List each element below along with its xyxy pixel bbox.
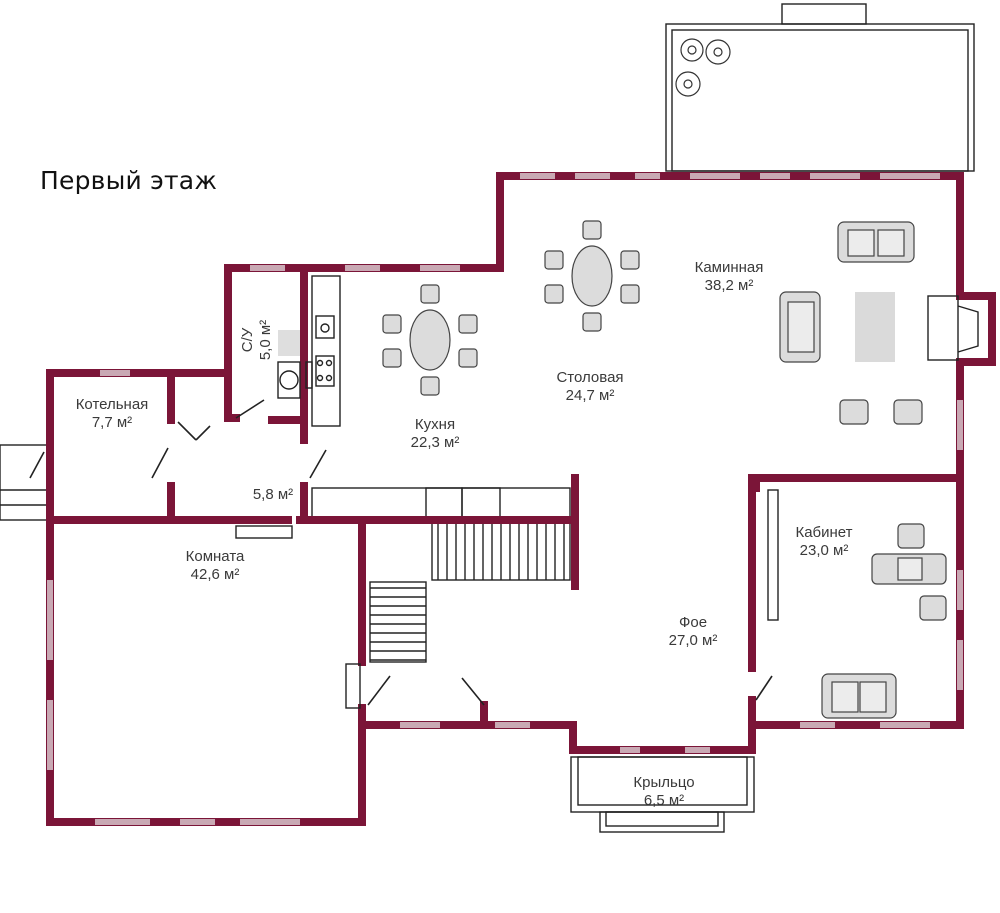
chair-icon: [420, 284, 440, 304]
dining-table: [544, 220, 640, 332]
room-name: Фое: [678, 614, 708, 631]
doors: [151, 399, 773, 709]
room-label-study: Кабинет 23,0 м²: [776, 524, 872, 560]
study-furniture: [767, 489, 947, 719]
room-label-bathroom: С/У 5,0 м²: [239, 305, 275, 375]
room-label-kitchen: Кухня 22,3 м²: [390, 416, 480, 452]
room-area: 7,7 м²: [91, 414, 133, 431]
room-area: 22,3 м²: [410, 434, 460, 451]
chair-icon: [458, 348, 478, 368]
plant-icon: [675, 38, 731, 97]
room-area: 5,8 м²: [252, 486, 294, 503]
side-steps: [0, 444, 49, 521]
room-area: 6,5 м²: [643, 792, 685, 809]
kitchen-counter: [305, 275, 341, 427]
room-area: 38,2 м²: [704, 277, 754, 294]
room-name: Котельная: [75, 396, 149, 413]
room-label-dining-room: Столовая 24,7 м²: [540, 369, 640, 405]
room-name: Кабинет: [795, 524, 853, 541]
staircase: [311, 487, 571, 663]
room-label-bedroom: Комната 42,6 м²: [160, 548, 270, 584]
room-name: Комната: [185, 548, 245, 565]
room-name: С/У: [239, 327, 256, 353]
room-area: 24,7 м²: [565, 387, 615, 404]
room-label-foyer: Фое 27,0 м²: [648, 614, 738, 650]
room-area: 5,0 м²: [257, 319, 274, 361]
chair-icon: [420, 376, 440, 396]
chair-icon: [620, 284, 640, 304]
chair-icon: [382, 348, 402, 368]
chair-icon: [382, 314, 402, 334]
fireplace-room-furniture: [779, 221, 979, 425]
room-name: Кухня: [414, 416, 456, 433]
room-label-fireplace-room: Каминная 38,2 м²: [676, 259, 782, 295]
room-name: Столовая: [556, 369, 624, 386]
chair-icon: [544, 284, 564, 304]
chair-icon: [620, 250, 640, 270]
porch-outline: [570, 756, 755, 833]
room-label-hall: 5,8 м²: [238, 486, 308, 504]
windows: [47, 173, 963, 825]
room-area: 23,0 м²: [799, 542, 849, 559]
terrace: [665, 3, 975, 172]
chair-icon: [582, 312, 602, 332]
room-name: Крыльцо: [633, 774, 695, 791]
room-label-porch: Крыльцо 6,5 м²: [614, 774, 714, 810]
bathroom-fixtures: [277, 330, 301, 399]
chair-icon: [458, 314, 478, 334]
floor-title: Первый этаж: [40, 166, 218, 195]
room-label-boiler-room: Котельная 7,7 м²: [56, 396, 168, 432]
room-name: Каминная: [694, 259, 764, 276]
room-area: 27,0 м²: [668, 632, 718, 649]
chair-icon: [582, 220, 602, 240]
kitchen-dining-table: [382, 284, 478, 396]
room-area: 42,6 м²: [190, 566, 240, 583]
chair-icon: [544, 250, 564, 270]
